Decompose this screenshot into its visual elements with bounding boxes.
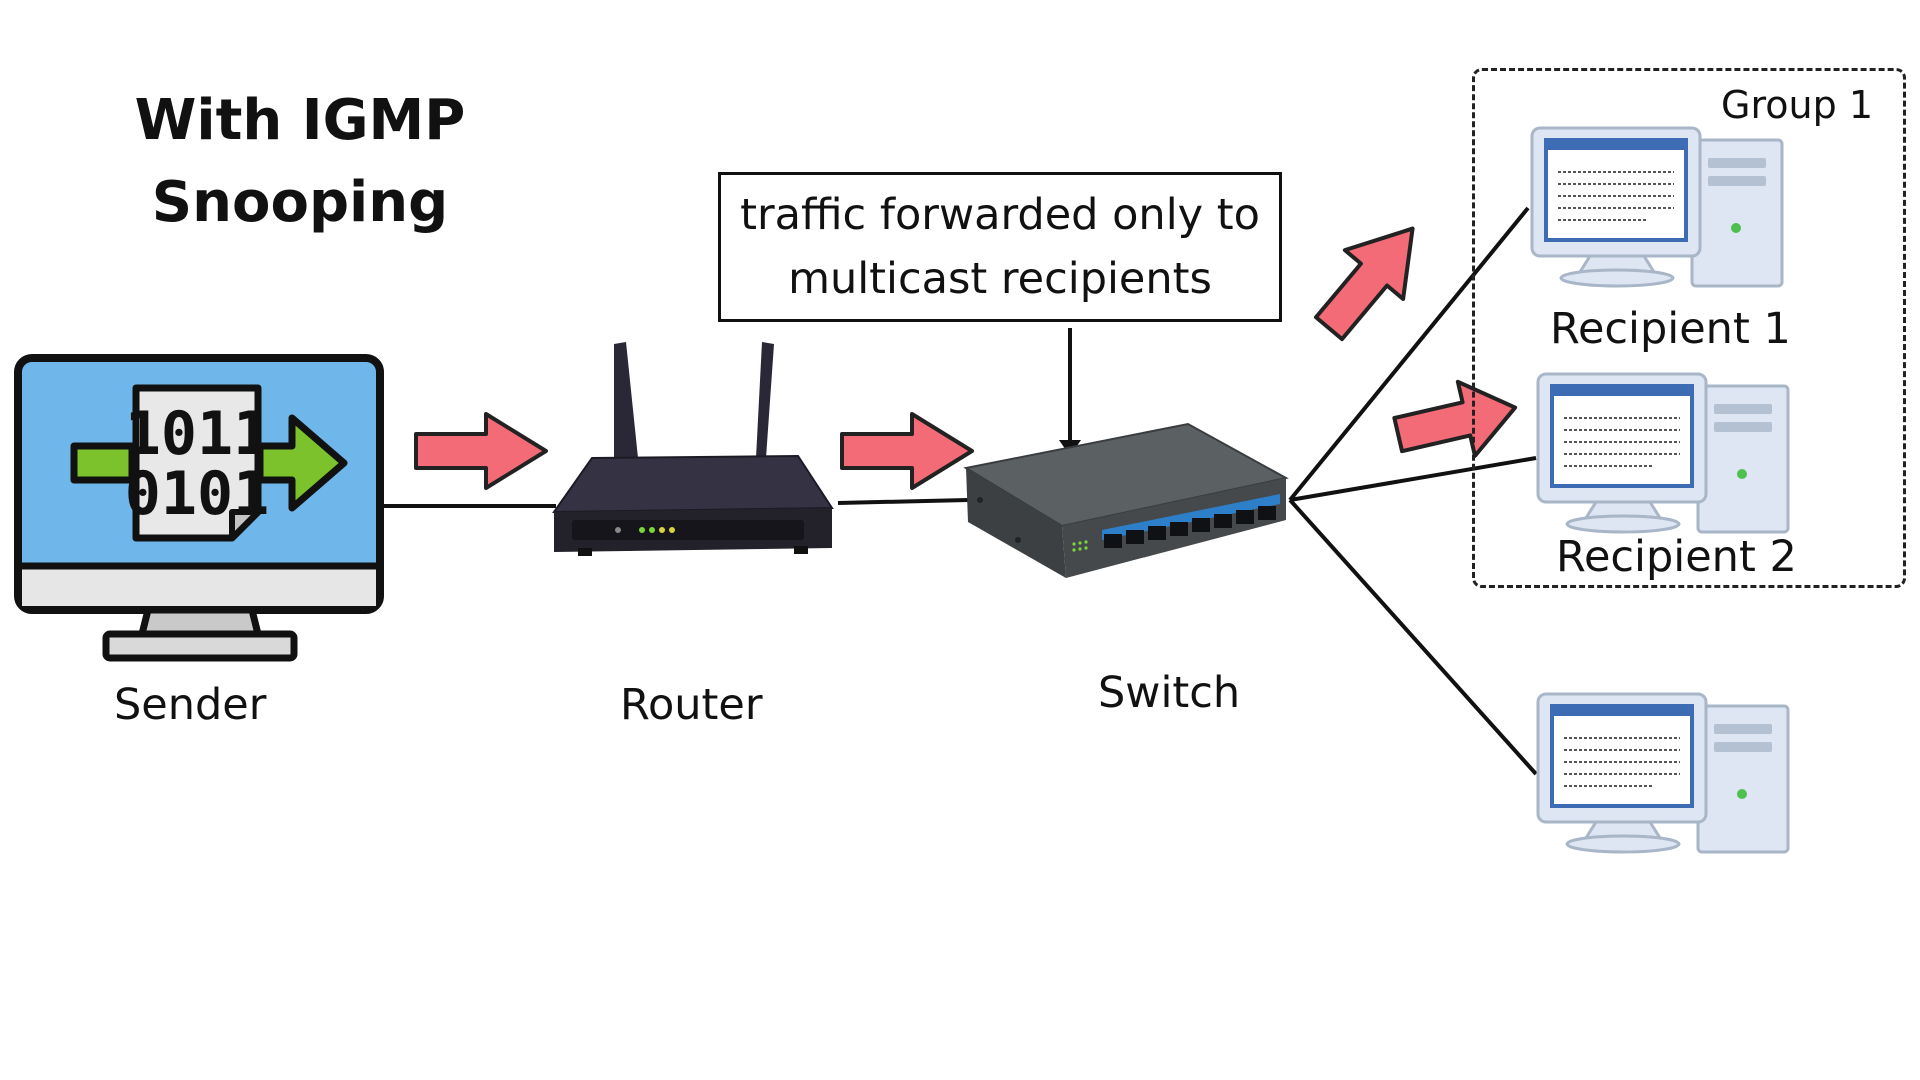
recipient-1-computer-icon — [1530, 126, 1784, 288]
callout-line-2: multicast recipients — [788, 254, 1212, 304]
switch-recipient2-link — [1289, 456, 1537, 502]
title-line-1: With IGMP — [134, 88, 466, 153]
sender-monitor-icon: 1011 0101 — [14, 354, 384, 662]
diagram-title: With IGMP Snooping — [80, 80, 520, 244]
svg-text:1011: 1011 — [125, 399, 270, 469]
recipient-2-computer-icon — [1536, 372, 1790, 534]
non-member-computer-icon — [1536, 692, 1790, 854]
switch-icon — [963, 422, 1289, 578]
callout-line-1: traffic forwarded only to — [740, 190, 1260, 240]
flow-arrow-1 — [414, 412, 548, 490]
recipient-2-label: Recipient 2 — [1556, 532, 1797, 582]
switch-recipient1-link — [1288, 206, 1530, 502]
title-line-2: Snooping — [151, 170, 449, 235]
router-switch-link — [837, 498, 969, 505]
group-label: Group 1 — [1721, 83, 1873, 127]
multicast-group-box: Group 1 — [1472, 68, 1906, 588]
flow-arrow-4 — [1392, 379, 1518, 458]
switch-pc3-link — [1288, 498, 1538, 776]
flow-arrow-3 — [1313, 226, 1415, 342]
switch-ports — [1104, 506, 1276, 548]
callout-box: traffic forwarded only to multicast reci… — [718, 172, 1282, 322]
data-file-icon: 1011 0101 — [125, 384, 270, 542]
sender-label: Sender — [114, 680, 267, 730]
switch-label: Switch — [1098, 668, 1241, 718]
svg-text:0101: 0101 — [125, 459, 270, 529]
recipient-1-label: Recipient 1 — [1550, 304, 1791, 354]
data-send-arrow-icon — [70, 414, 348, 512]
flow-arrow-2 — [840, 412, 974, 490]
router-label: Router — [620, 680, 763, 730]
router-icon — [552, 342, 834, 556]
